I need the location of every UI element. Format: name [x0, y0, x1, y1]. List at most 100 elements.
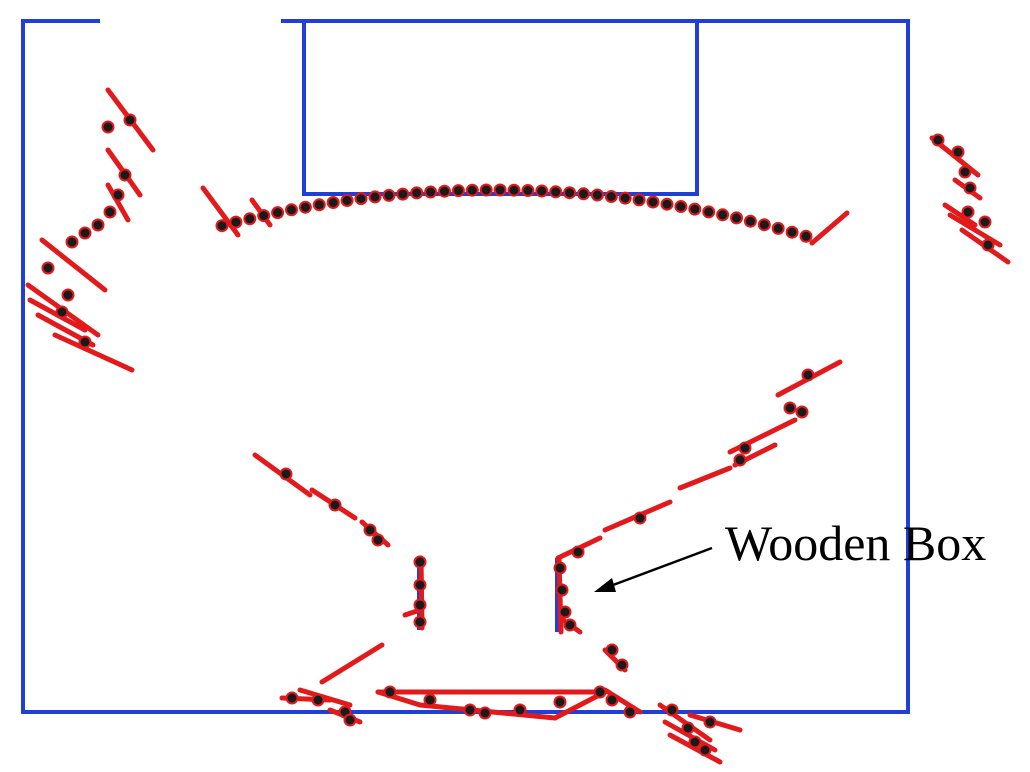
scan-point	[660, 197, 674, 211]
scan-point	[743, 214, 757, 228]
scan-point	[363, 523, 377, 537]
scan-point	[665, 703, 679, 717]
scan-point	[413, 578, 427, 592]
line-segment	[297, 687, 353, 708]
scan-point	[463, 703, 477, 717]
scan-point	[215, 219, 229, 233]
scan-point	[632, 193, 646, 207]
scan-point	[423, 693, 437, 707]
scan-point	[65, 235, 79, 249]
scan-point	[799, 229, 813, 243]
scan-point	[688, 735, 702, 749]
wooden-box-label: Wooden Box	[725, 515, 986, 571]
scan-point	[521, 184, 535, 197]
scan-point	[703, 715, 717, 729]
scan-point	[285, 203, 298, 217]
scan-point	[615, 658, 629, 672]
scan-point	[298, 200, 312, 214]
scan-point	[465, 183, 479, 197]
scan-point	[478, 706, 492, 720]
scan-point	[963, 181, 977, 195]
line-segment	[677, 465, 733, 491]
scan-point	[111, 188, 125, 202]
scan-point	[91, 218, 105, 232]
scan-point	[328, 498, 342, 512]
scan-point	[558, 605, 572, 619]
annotation-arrow-shaft	[604, 546, 713, 590]
scan-point	[507, 183, 521, 197]
scan-point	[571, 545, 585, 559]
scan-point	[279, 467, 293, 481]
scan-point	[553, 561, 567, 575]
scan-point	[343, 713, 357, 727]
scan-point	[55, 305, 69, 319]
scan-point	[103, 205, 117, 219]
scan-points	[41, 113, 995, 757]
scan-point	[605, 693, 619, 707]
annotation-arrow-head	[594, 578, 616, 592]
scan-point	[646, 195, 660, 209]
upper-obstacle-box	[302, 19, 699, 196]
scan-point	[451, 184, 465, 198]
scan-point	[229, 215, 243, 229]
scan-point	[479, 183, 493, 197]
scan-point	[931, 133, 945, 147]
scan-point	[555, 583, 569, 597]
scan-point	[951, 145, 965, 159]
scan-point	[623, 705, 637, 719]
scan-point	[413, 598, 427, 612]
scan-point	[563, 186, 577, 200]
scan-point	[257, 209, 271, 223]
scan-point	[783, 401, 797, 415]
scan-point	[785, 225, 799, 239]
scan-point	[604, 190, 618, 203]
scan-point	[593, 685, 607, 699]
scan-point	[702, 205, 716, 219]
scan-point	[413, 615, 427, 629]
scan-point	[698, 743, 712, 757]
scan-point	[396, 187, 410, 201]
scan-point	[688, 202, 702, 216]
scan-point	[118, 168, 132, 182]
scan-point	[563, 618, 577, 632]
line-segment	[52, 332, 135, 373]
map-walls	[21, 19, 910, 714]
scan-point	[978, 215, 992, 229]
line-segment	[319, 642, 385, 685]
scan-point	[605, 643, 619, 657]
outer-wall	[21, 19, 910, 714]
scan-point	[493, 183, 507, 197]
scan-point	[553, 695, 567, 709]
scan-point	[61, 288, 75, 302]
scan-point	[958, 165, 972, 179]
scan-point	[801, 368, 815, 382]
scan-point	[674, 200, 688, 213]
scan-point	[354, 192, 368, 206]
scan-point	[311, 693, 325, 707]
scan-point	[424, 185, 438, 199]
scan-point	[371, 533, 385, 547]
scan-point	[243, 212, 257, 226]
scan-point	[382, 188, 396, 202]
scan-point	[340, 194, 354, 207]
scan-point	[285, 691, 299, 705]
scan-point	[438, 184, 451, 198]
scan-point	[413, 555, 427, 569]
scan-point	[535, 184, 549, 198]
scan-point	[590, 188, 604, 202]
scan-point	[549, 185, 563, 199]
scan-point	[795, 405, 809, 419]
scan-point	[312, 198, 326, 212]
scan-point	[271, 206, 285, 220]
line-segment	[105, 182, 131, 223]
wooden-box-annotation: Wooden Box	[594, 515, 986, 592]
scan-point	[681, 721, 695, 735]
scan-point	[981, 238, 995, 252]
scan-point	[577, 187, 590, 201]
scan-point	[716, 208, 730, 222]
scan-point	[383, 685, 397, 699]
line-segment	[942, 202, 978, 228]
scan-point	[730, 211, 743, 225]
scan-point	[78, 226, 92, 240]
scan-point	[41, 261, 55, 275]
